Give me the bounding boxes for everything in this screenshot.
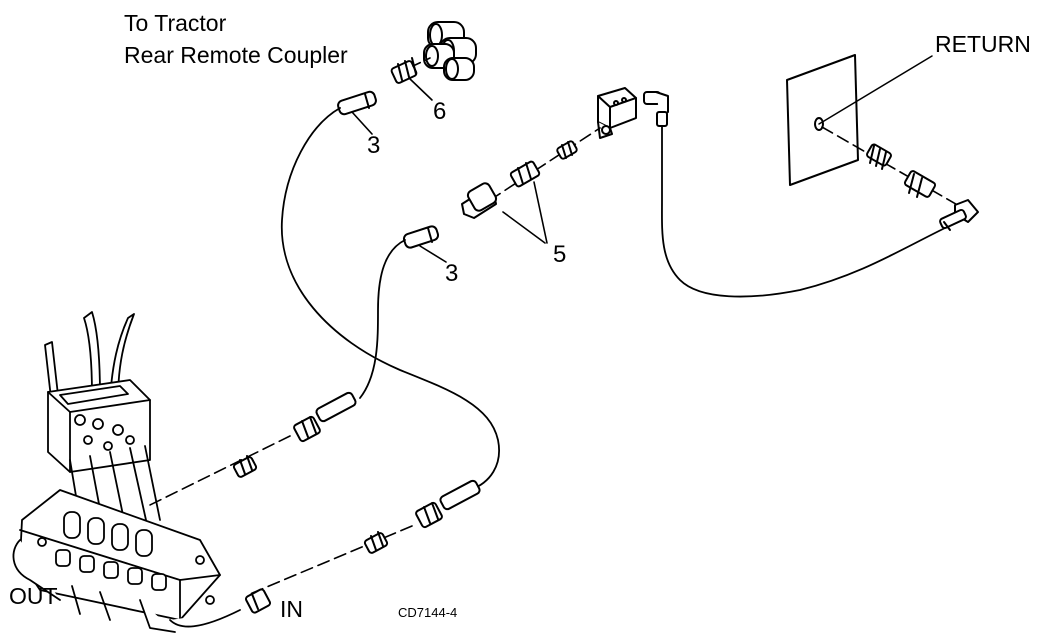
- coupler-adapter-large: [509, 160, 541, 188]
- quick-coupler: [461, 182, 498, 219]
- coupler-tip-fitting: [390, 57, 418, 84]
- drawing-code: CD7144-4: [398, 605, 458, 620]
- valve-adapter-lower: [363, 531, 389, 554]
- valve-adapter-upper: [232, 455, 258, 478]
- hose-b: [359, 239, 406, 399]
- return-port: [814, 117, 824, 131]
- callout-5: 5: [553, 241, 567, 268]
- out-label: OUT: [9, 583, 58, 609]
- hose-crimp-fitting-upper: [293, 391, 357, 443]
- tractor-label-line2: Rear Remote Coupler: [124, 42, 348, 68]
- return-swivel-fitting: [903, 170, 937, 198]
- return-label: RETURN: [935, 31, 1031, 57]
- callout-6: 6: [433, 98, 447, 125]
- in-port-fitting: [245, 588, 271, 614]
- valve-dashed-line-lower: [249, 525, 413, 595]
- return-dashed-line: [821, 126, 976, 216]
- callout-3-lower-leader: [419, 245, 447, 263]
- hose-end-upper: [337, 90, 377, 116]
- hose-end-lower: [402, 225, 440, 249]
- coupler-adapter-small: [556, 140, 578, 160]
- callout-6-leader: [408, 77, 433, 101]
- hose-crimp-fitting-lower: [415, 479, 481, 529]
- callout-3-lower: 3: [445, 260, 459, 287]
- return-adapter-fitting: [866, 143, 892, 170]
- bracket-elbow-fitting: [643, 91, 669, 127]
- callout-3-upper-leader: [351, 111, 373, 135]
- in-label: IN: [280, 596, 303, 622]
- callout-5-leader-b: [533, 181, 548, 244]
- control-valve-assembly: [12, 311, 241, 633]
- return-elbow-fitting: [939, 199, 979, 231]
- return-leader-line: [818, 55, 933, 125]
- return-hose: [661, 124, 946, 298]
- callout-5-leader-a: [502, 211, 546, 244]
- mounting-bracket: [597, 87, 637, 139]
- callout-3-upper: 3: [367, 132, 381, 159]
- valve-dashed-line-upper: [149, 435, 291, 506]
- coupler-dashed-line: [412, 57, 431, 67]
- tractor-label-line1: To Tractor: [124, 10, 227, 36]
- hose-a: [281, 107, 500, 491]
- tractor-remote-couplers: [423, 21, 477, 81]
